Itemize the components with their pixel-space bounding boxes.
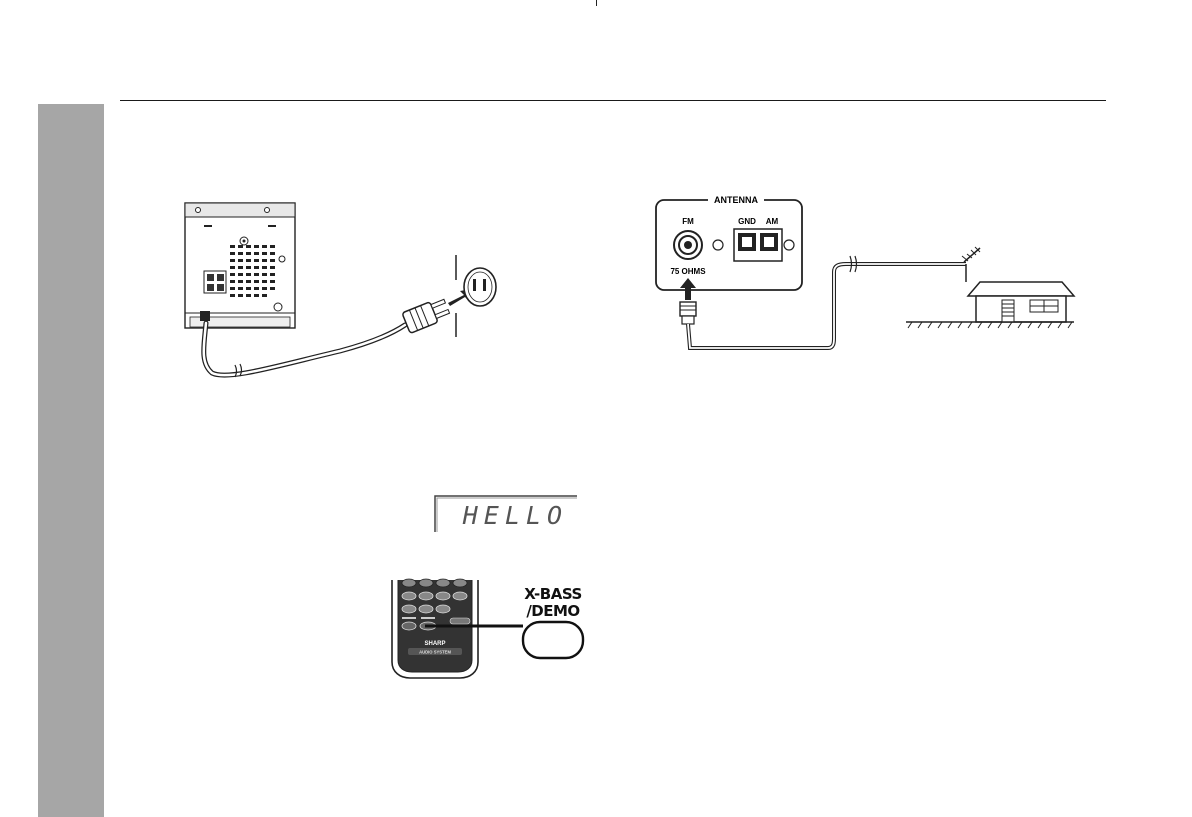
remote-footer: AUDIO SYSTEM (419, 650, 451, 655)
house-drawing (968, 282, 1074, 322)
antenna-illustration: ANTENNA FM GND AM 75 OHMS (650, 190, 1110, 370)
remote-control-illustration: SHARP AUDIO SYSTEM (390, 580, 490, 680)
xbass-label-line1: X-BASS (520, 586, 586, 603)
header-rule (120, 100, 1106, 101)
remote-brand: SHARP (424, 641, 445, 647)
lcd-display-text: HELLO (440, 497, 574, 533)
ac-plug (402, 297, 451, 334)
fm-label: FM (682, 217, 694, 226)
crop-mark-top (596, 0, 597, 6)
gnd-label: GND (738, 217, 756, 226)
impedance-label: 75 OHMS (670, 267, 706, 276)
side-tab-bar (38, 104, 104, 817)
wall-outlet (464, 268, 496, 306)
ac-power-illustration (180, 195, 510, 415)
am-label: AM (766, 217, 779, 226)
antenna-header: ANTENNA (714, 195, 758, 205)
xbass-demo-label: X-BASS /DEMO (520, 586, 586, 620)
xbass-label-line2: /DEMO (520, 603, 586, 620)
xbass-demo-button (521, 620, 585, 660)
power-cord (204, 323, 405, 375)
